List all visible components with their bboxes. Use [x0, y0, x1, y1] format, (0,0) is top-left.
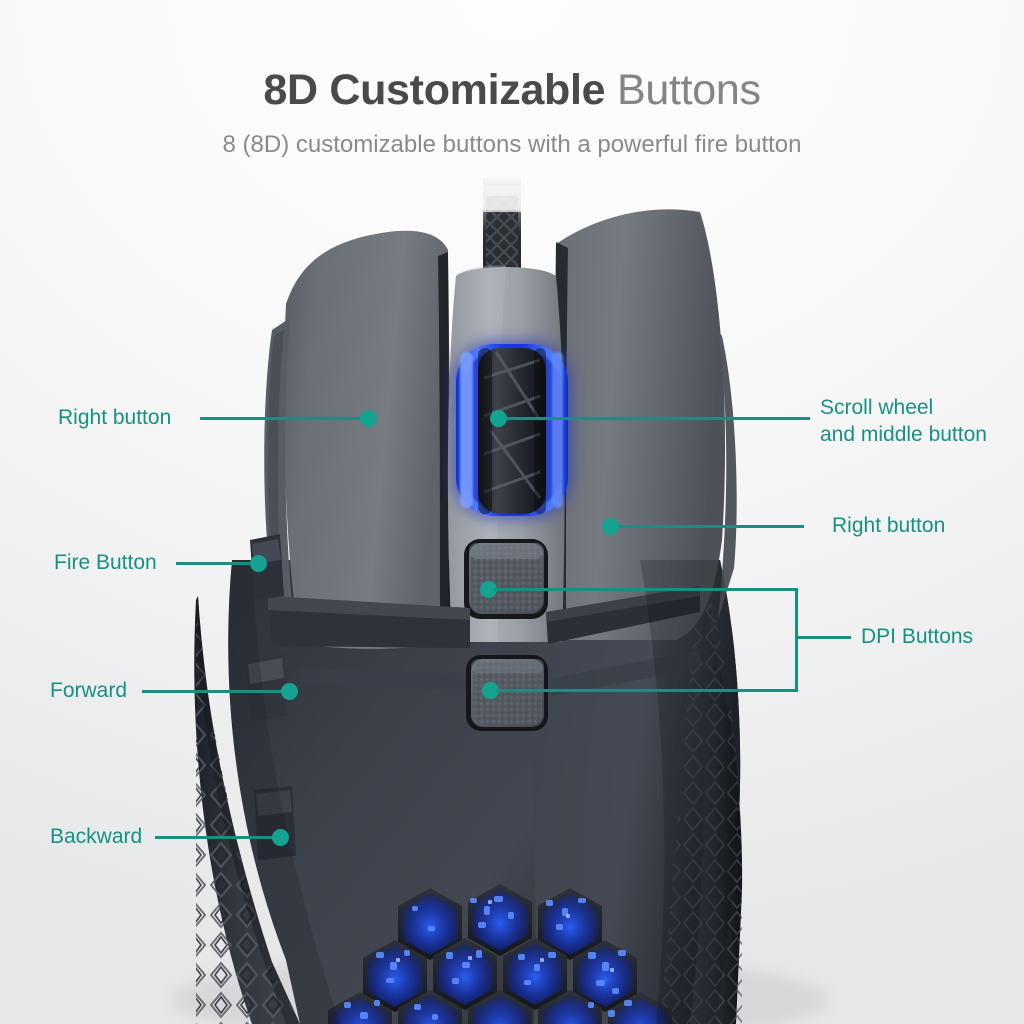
callout-label-scroll-wheel-line2: and middle button — [820, 423, 987, 446]
callout-dot-forward — [281, 683, 298, 700]
page-title: 8D Customizable Buttons — [0, 64, 1024, 116]
mouse-lower-body — [228, 560, 741, 1024]
callout-line-dpi-stub — [795, 636, 851, 639]
scroll-wheel — [452, 340, 572, 520]
left-flank-plate — [264, 318, 296, 640]
callout-label-forward: Forward — [50, 679, 128, 702]
right-flank-plate — [718, 330, 737, 620]
body-trim-bar — [268, 596, 470, 648]
callout-label-right-button-right: Right button — [832, 514, 946, 537]
callout-dot-backward — [272, 829, 289, 846]
dpi-button-bottom — [466, 655, 548, 731]
right-top-button — [556, 209, 726, 640]
callout-label-right-button-left: Right button — [58, 406, 172, 429]
page-subtitle: 8 (8D) customizable buttons with a power… — [222, 131, 802, 158]
callout-line-dpi-top — [494, 588, 798, 591]
callout-label-scroll-wheel: Scroll wheel and middle button — [820, 394, 987, 448]
callout-line-backward — [155, 836, 287, 839]
callout-dot-fire-button — [250, 555, 267, 572]
left-top-button — [283, 230, 448, 649]
center-spine — [447, 267, 565, 642]
callout-label-scroll-wheel-line1: Scroll wheel — [820, 396, 934, 419]
callout-label-backward: Backward — [50, 825, 143, 848]
callout-dot-dpi-top — [480, 581, 497, 598]
callout-line-scroll-wheel — [505, 417, 810, 420]
left-grip-panel — [194, 596, 300, 1024]
honeycomb-rgb-panel — [328, 884, 672, 1024]
callout-dot-right-button-left — [360, 410, 377, 427]
callout-line-forward — [142, 690, 296, 693]
callout-dot-right-button-right — [602, 518, 619, 535]
page-title-strong: 8D Customizable — [263, 66, 606, 114]
callout-line-fire-button — [176, 562, 266, 565]
callout-dot-dpi-bottom — [482, 682, 499, 699]
right-grip-panel — [660, 556, 743, 1024]
callout-line-right-button-left — [200, 417, 376, 420]
callout-bracket-dpi — [795, 588, 798, 692]
header: 8D Customizable Buttons 8 (8D) customiza… — [0, 0, 1024, 160]
dpi-button-top — [464, 539, 548, 619]
callout-line-right-button-right — [614, 525, 804, 528]
callout-label-fire-button: Fire Button — [54, 551, 157, 574]
callout-label-dpi-buttons: DPI Buttons — [861, 625, 974, 648]
page-title-light: Buttons — [616, 66, 761, 114]
mouse-cable — [483, 178, 521, 298]
backward-side-button — [254, 786, 296, 860]
callout-dot-scroll-wheel — [490, 410, 507, 427]
callout-line-dpi-bottom — [496, 689, 798, 692]
